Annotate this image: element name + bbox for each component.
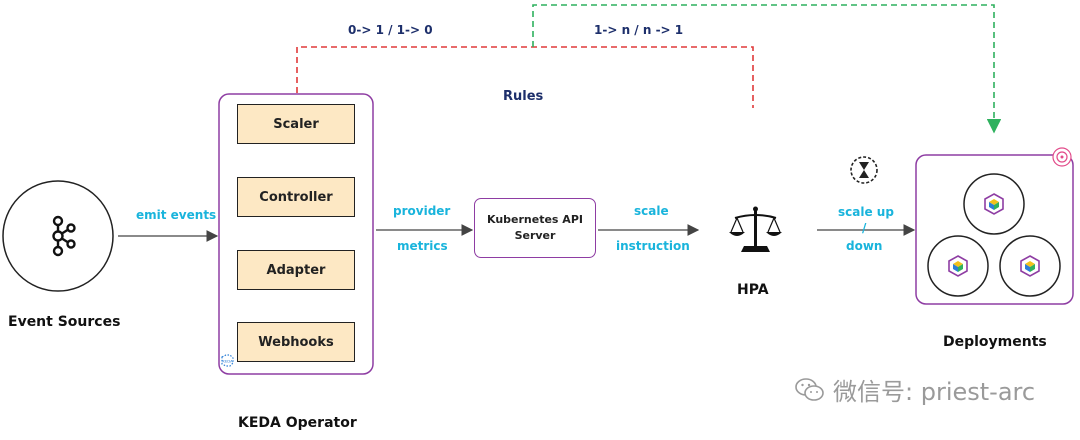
component-adapter: Adapter — [237, 250, 355, 290]
edge-label-down: down — [846, 239, 883, 253]
watermark-text: 微信号: priest-arc — [833, 378, 1036, 406]
watermark: 微信号: priest-arc — [795, 372, 1035, 407]
keda-operator-container — [218, 93, 374, 375]
wechat-icon — [795, 377, 824, 401]
component-webhooks: Webhooks — [237, 322, 355, 362]
component-controller: Controller — [237, 177, 355, 217]
pod-bottom-right — [999, 235, 1061, 297]
event-sources-label: Event Sources — [8, 314, 121, 330]
deployment-badge-icon — [1052, 147, 1072, 167]
edge-label-scale: scale — [634, 204, 669, 218]
edge-label-emit-events: emit events — [136, 208, 217, 222]
pod-bottom-left — [927, 235, 989, 297]
rule-hpa-range: 1-> n / n -> 1 — [594, 23, 684, 37]
edge-label-slash: / — [862, 221, 867, 235]
rule-line-green — [532, 4, 1002, 134]
kafka-icon — [52, 215, 76, 257]
keda-operator-label: KEDA Operator — [238, 415, 357, 431]
deployments-label: Deployments — [943, 334, 1047, 350]
keda-badge-text: KEDA — [222, 359, 233, 364]
hpa-label: HPA — [737, 282, 769, 298]
edge-label-instruction: instruction — [616, 239, 690, 253]
pod-top — [963, 173, 1025, 235]
api-server-line2: Server — [514, 229, 556, 242]
balance-scale-icon — [729, 206, 782, 252]
keda-logo-icon: KEDA — [221, 354, 234, 367]
rules-label: Rules — [503, 89, 544, 104]
edge-label-provider: provider — [393, 204, 451, 218]
rule-line-red — [296, 46, 754, 108]
pod-cube-icon — [948, 255, 968, 277]
api-server-line1: Kubernetes API — [487, 213, 583, 226]
pod-cube-icon — [984, 193, 1004, 215]
component-scaler: Scaler — [237, 104, 355, 144]
kubernetes-api-server-node: Kubernetes API Server — [474, 198, 596, 258]
edge-label-scale-up: scale up — [838, 205, 894, 219]
pod-cube-icon — [1020, 255, 1040, 277]
edge-label-metrics: metrics — [397, 239, 448, 253]
timer-icon — [850, 156, 878, 184]
rule-keda-range: 0-> 1 / 1-> 0 — [348, 23, 433, 37]
